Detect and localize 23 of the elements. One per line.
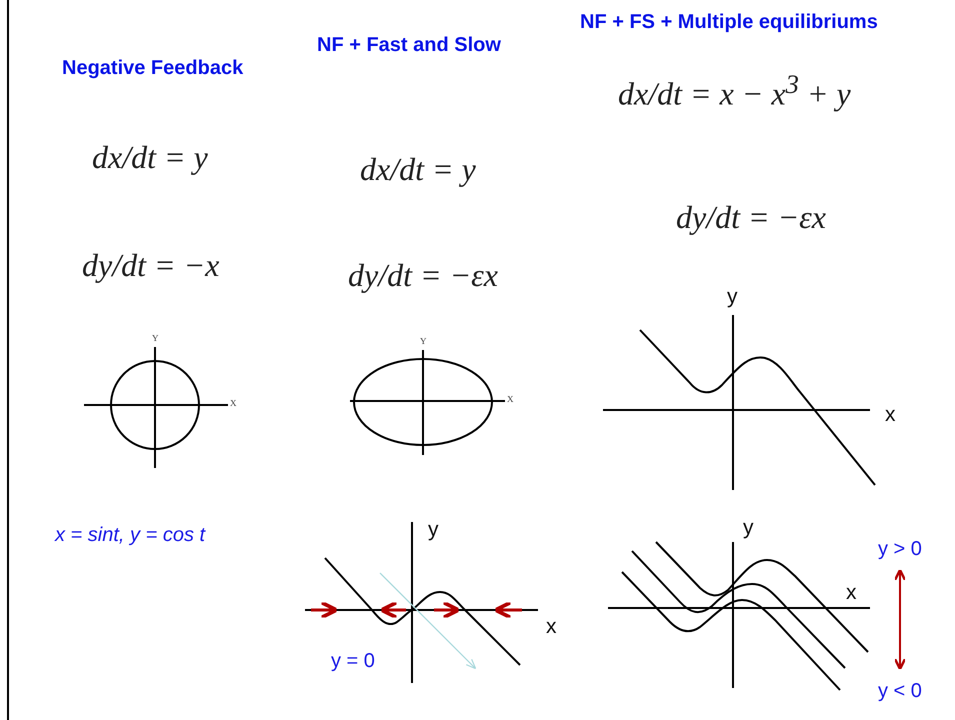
axis-label: x	[546, 615, 556, 638]
axis-label: x	[846, 581, 856, 604]
column-heading: NF + FS + Multiple equilibriums	[580, 11, 878, 33]
region-label: y < 0	[878, 680, 922, 702]
curve-label: y = 0	[331, 650, 375, 672]
equation: dy/dt = −x	[82, 248, 220, 284]
axis-label: y	[743, 516, 754, 540]
equation: dx/dt = y	[360, 152, 476, 188]
solution-formula: x = sint, y = cos t	[55, 524, 206, 546]
axis-label: X	[230, 399, 236, 409]
axis-label: y	[428, 518, 438, 542]
axis-label: Y	[152, 334, 158, 344]
axis-label: y	[727, 285, 738, 308]
equation: dy/dt = −εx	[676, 200, 826, 236]
equation: dx/dt = x − x$^{3}$ + y	[618, 70, 851, 112]
axis-label: Y	[420, 337, 426, 347]
column-heading: NF + Fast and Slow	[317, 34, 501, 56]
axis-label: x	[885, 403, 896, 426]
equation: dy/dt = −εx	[348, 258, 498, 294]
column-heading: Negative Feedback	[62, 57, 244, 79]
equation: dx/dt = y	[92, 140, 208, 176]
region-label: y > 0	[878, 538, 922, 560]
axis-label: X	[507, 395, 514, 405]
